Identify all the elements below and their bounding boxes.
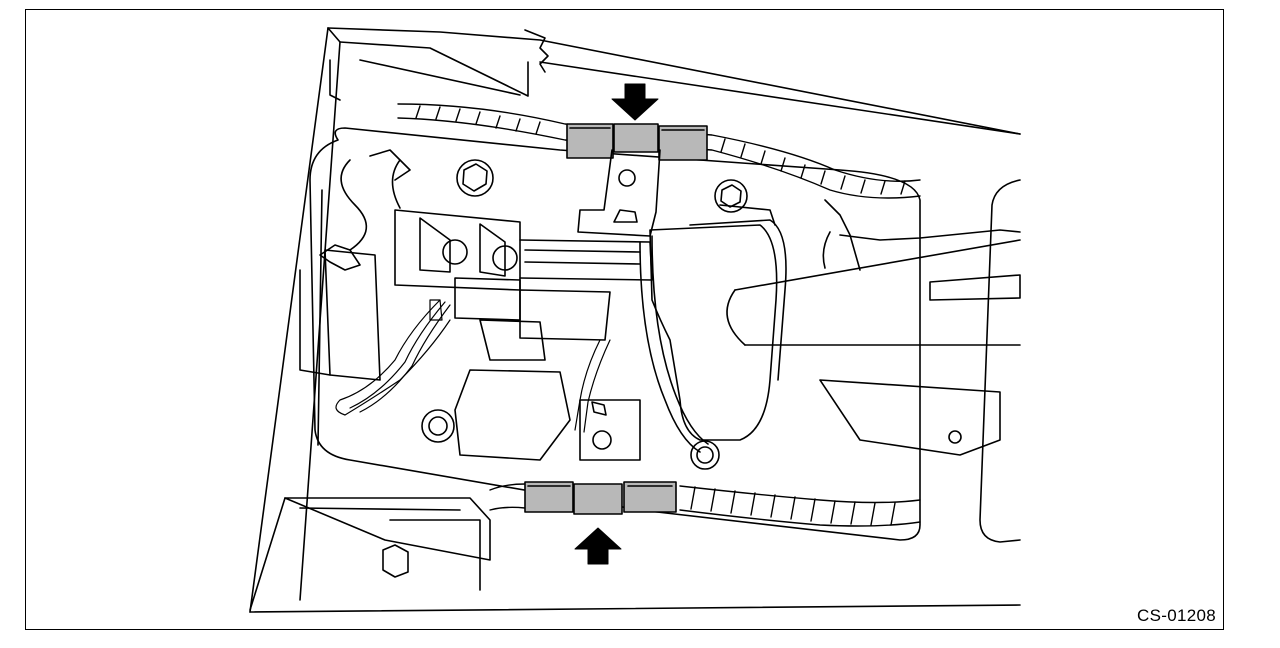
figure-frame — [25, 9, 1224, 630]
bottom-arrow — [574, 527, 622, 565]
lever-guide — [639, 204, 787, 453]
upper-wire-harness — [397, 103, 921, 199]
upper-left-trim — [329, 29, 549, 101]
lower-wire-harness — [489, 483, 921, 527]
right-panel — [822, 179, 1021, 543]
shift-lever-arm — [726, 229, 1021, 456]
lower-harness-clips — [524, 481, 677, 515]
mounting-bolts — [421, 159, 962, 470]
console-opening — [309, 127, 921, 541]
figure-code-label: CS-01208 — [1137, 606, 1216, 625]
upper-harness-clips — [566, 123, 708, 161]
lower-left-trim — [249, 497, 491, 611]
top-arrow — [611, 83, 659, 121]
upper-bracket — [577, 149, 661, 237]
